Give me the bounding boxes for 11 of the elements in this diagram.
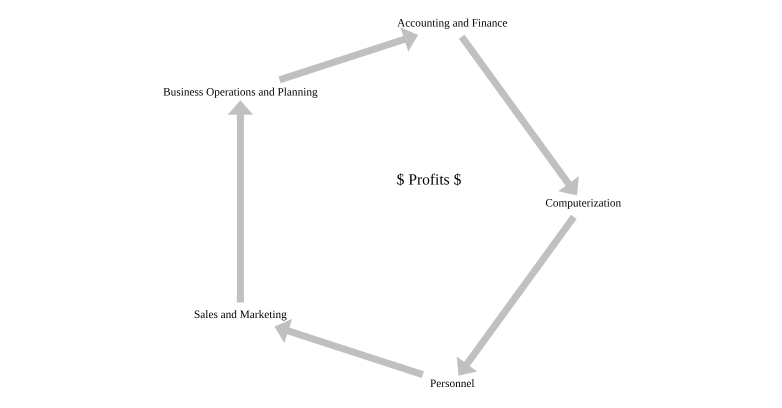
arrow [274, 318, 424, 378]
node-text: Personnel [430, 378, 475, 390]
arrow [458, 34, 579, 196]
node-text: Business Operations and Planning [163, 86, 318, 98]
arrow [278, 27, 418, 84]
node-text: Computerization [545, 198, 622, 210]
arrow [228, 100, 254, 302]
label: $ Profits $ [396, 172, 462, 189]
arrow [456, 214, 577, 376]
node-text: Accounting and Finance [397, 17, 508, 30]
node-text: Sales and Marketing [194, 309, 287, 322]
